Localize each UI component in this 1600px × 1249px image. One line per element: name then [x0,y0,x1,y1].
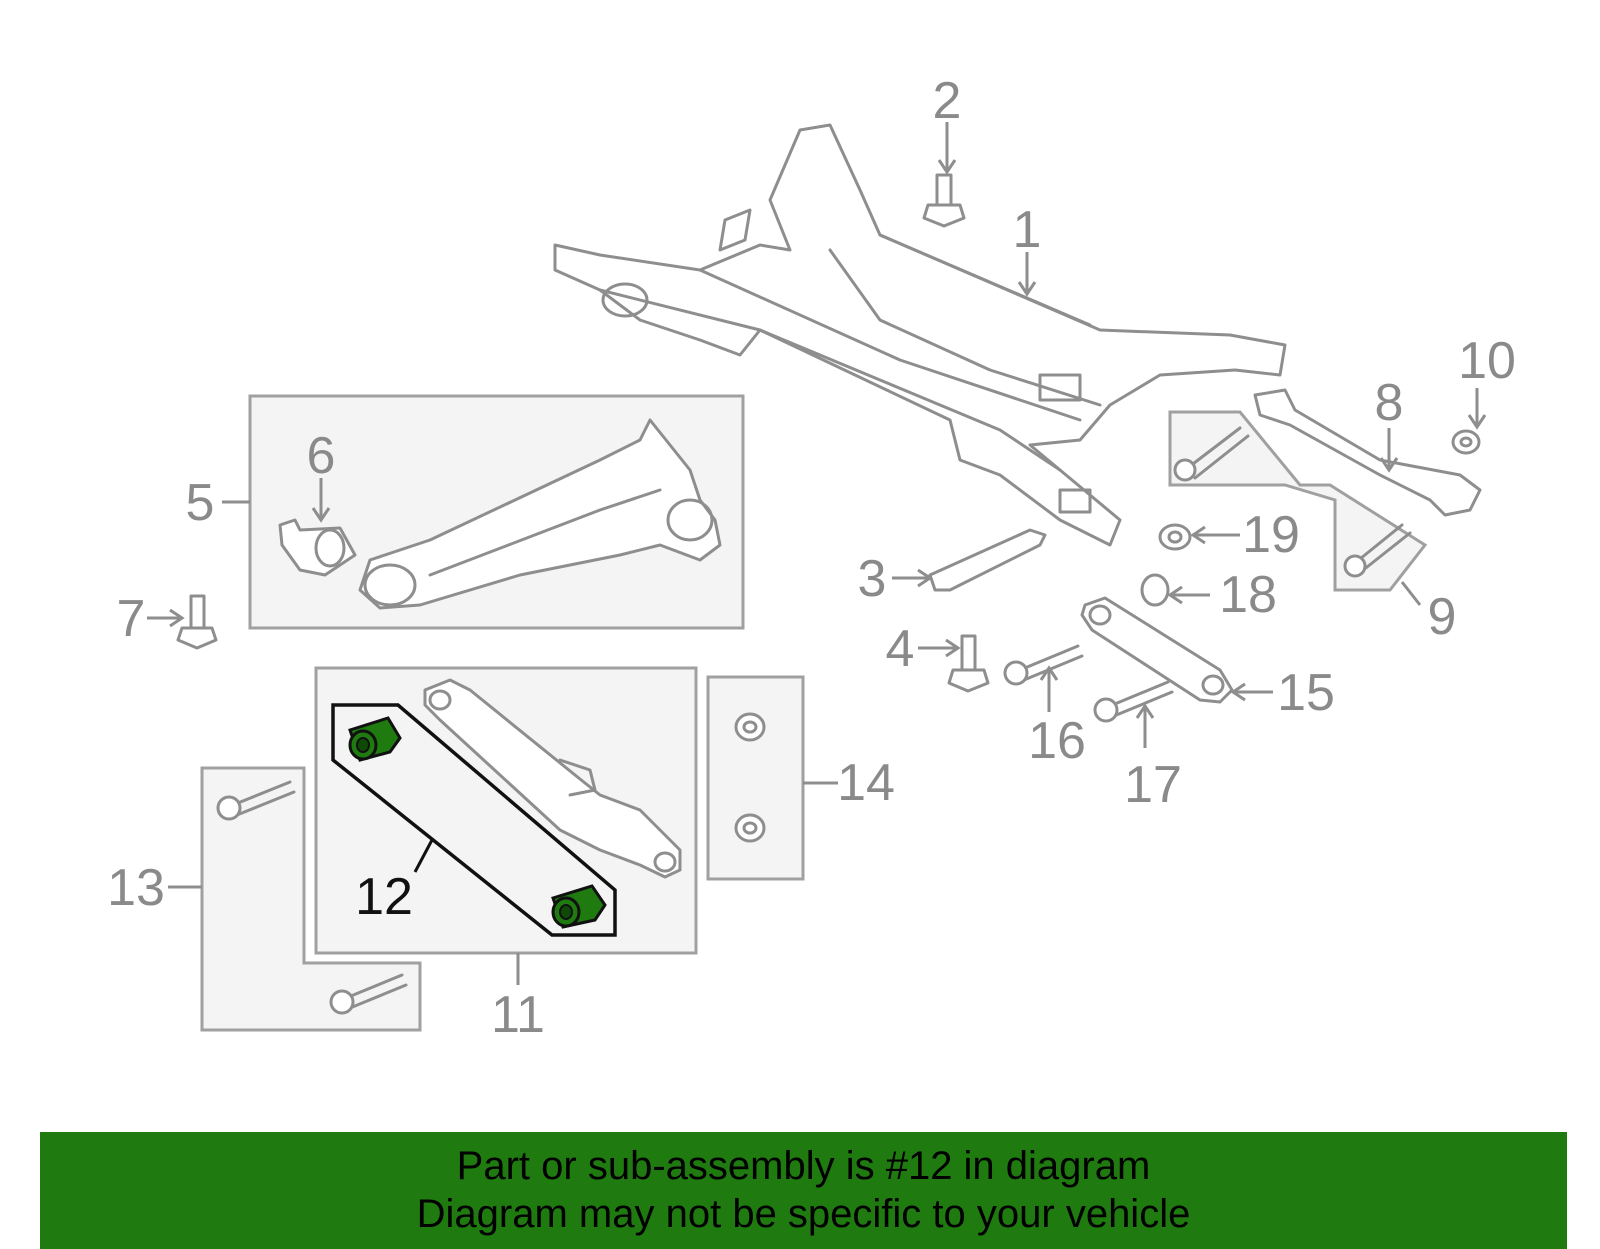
washer-18 [1140,573,1170,607]
bolt-17 [1093,680,1174,723]
nut-10 [1451,429,1481,455]
callout-13: 13 [107,859,165,917]
leader-lines [147,122,1487,985]
bushing-6 [278,518,357,577]
nut-14b [734,813,766,843]
callout-4: 4 [886,620,915,678]
nut-19 [1158,523,1192,551]
bolt-9b [1343,523,1412,578]
trailing-arm [358,418,722,610]
callout-8: 8 [1375,374,1404,432]
callout-18: 18 [1219,566,1277,624]
callout-7: 7 [117,590,146,648]
bolt-13a [216,780,296,821]
callout-17: 17 [1124,756,1182,814]
bushing-12-lower[interactable] [551,884,607,929]
bolt-2 [922,173,966,228]
bolt-16 [1003,644,1084,686]
banner-line-1: Part or sub-assembly is #12 in diagram [456,1144,1151,1188]
nut-14a [734,712,766,742]
callout-5: 5 [186,474,215,532]
bracket-3 [928,528,1047,592]
bolt-13b [329,973,408,1015]
callout-16: 16 [1028,712,1086,770]
subframe [553,123,1287,547]
arm-8 [1253,388,1482,517]
callout-9: 9 [1428,588,1457,646]
bolt-7 [176,594,218,650]
info-banner: Part or sub-assembly is #12 in diagram D… [40,1132,1567,1249]
bolt-4 [947,634,990,693]
link-15 [1080,596,1234,704]
box-13 [200,766,422,1032]
box-9 [1168,410,1428,592]
bushing-12-upper[interactable] [348,716,402,762]
callout-3: 3 [858,550,887,608]
banner-line-2: Diagram may not be specific to your vehi… [416,1192,1191,1236]
callout-10: 10 [1458,332,1516,390]
box-14 [706,675,805,881]
callout-19: 19 [1242,506,1300,564]
callout-15: 15 [1277,664,1335,722]
part-12-outline[interactable] [331,703,617,937]
callout-2: 2 [933,72,962,130]
lateral-link [423,678,682,879]
callout-6: 6 [307,427,336,485]
callout-11: 11 [491,986,545,1044]
callout-1: 1 [1013,201,1042,259]
callout-12[interactable]: 12 [355,868,413,926]
callout-14: 14 [837,754,895,812]
bolt-9a [1173,426,1250,482]
